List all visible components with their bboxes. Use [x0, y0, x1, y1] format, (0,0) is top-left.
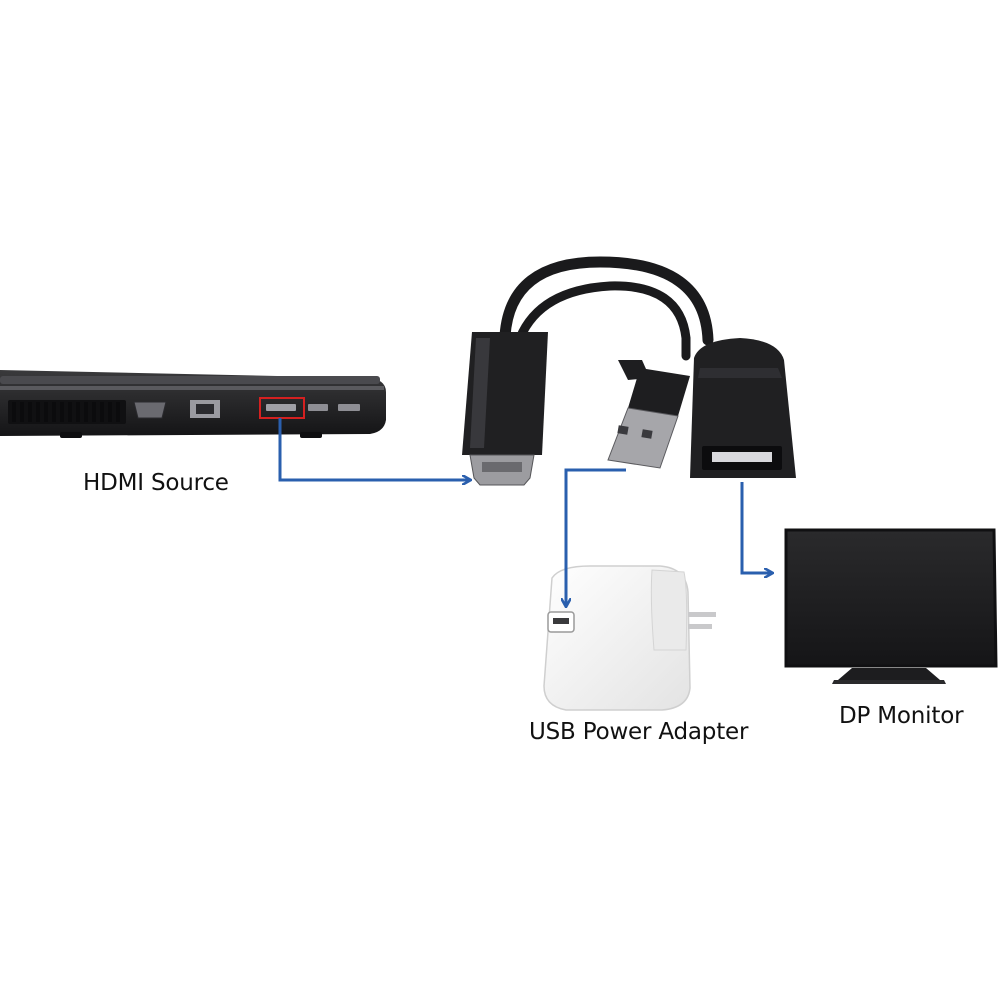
usb-port-icon — [308, 404, 328, 411]
usb-power-adapter-label: USB Power Adapter — [529, 719, 749, 745]
hdmi-port-icon — [259, 397, 305, 419]
hdmi-source-label: HDMI Source — [83, 470, 229, 496]
dp-monitor-label: DP Monitor — [839, 703, 964, 729]
arrow-dp-to-monitor — [740, 482, 772, 573]
ethernet-port-icon — [190, 400, 220, 418]
monitor-icon — [784, 528, 998, 684]
vent-grille — [8, 400, 126, 424]
usb-power-adapter-icon — [543, 565, 716, 711]
usb-port-icon — [338, 404, 360, 411]
vga-port-icon — [133, 401, 167, 419]
arrow-hdmi-source-to-cable — [278, 418, 470, 480]
arrow-usb-to-power-adapter — [566, 468, 626, 606]
laptop-side-icon — [0, 370, 386, 438]
hdmi-to-displayport-cable-icon — [462, 256, 796, 486]
